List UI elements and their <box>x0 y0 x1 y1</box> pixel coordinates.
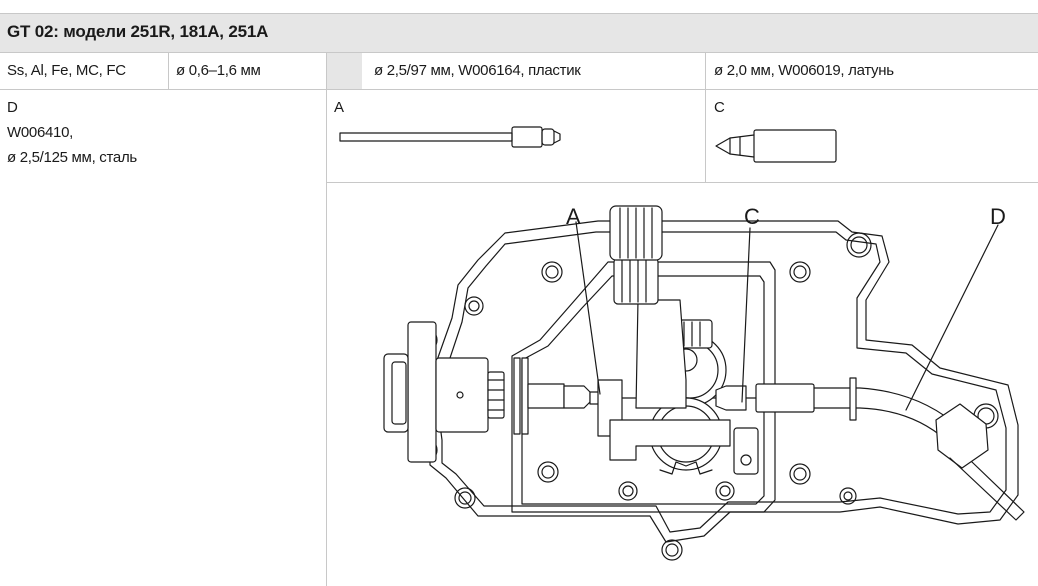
outlet-liner <box>715 377 1025 521</box>
parts-row-border <box>326 182 1038 183</box>
top-border <box>0 13 1038 14</box>
guide-a-spec-cell: ø 2,5/97 мм, W006164, пластик <box>374 62 581 79</box>
header-gray-cell <box>326 52 362 89</box>
callout-a: A <box>566 204 581 229</box>
part-c-label: C <box>714 99 725 116</box>
callout-c: C <box>744 204 760 229</box>
col-divider-1 <box>168 52 169 89</box>
col-divider-2 <box>326 52 327 586</box>
callout-c-leader <box>741 227 751 403</box>
table-title: GT 02: модели 251R, 181A, 251A <box>7 22 269 41</box>
callout-d-leader <box>905 224 999 411</box>
guide-c-spec-cell: ø 2,0 мм, W006019, латунь <box>714 62 894 79</box>
callout-a-leader <box>575 221 601 395</box>
materials-cell: Ss, Al, Fe, MC, FC <box>7 62 126 79</box>
title-border <box>0 52 1038 53</box>
part-d-code: W006410, <box>7 124 73 141</box>
nozzle-c-icon <box>715 129 837 163</box>
callout-d: D <box>990 204 1006 229</box>
col-divider-3 <box>705 52 706 182</box>
header-border <box>0 89 1038 90</box>
guide-tube-a-icon <box>339 126 561 148</box>
part-a-label: A <box>334 99 344 116</box>
part-d-letter: D <box>7 99 18 116</box>
part-d-spec: ø 2,5/125 мм, сталь <box>7 149 137 166</box>
diameter-cell: ø 0,6–1,6 мм <box>176 62 261 79</box>
title-bar <box>0 14 1038 52</box>
header-row <box>0 52 1038 89</box>
tension-arm <box>597 205 759 475</box>
